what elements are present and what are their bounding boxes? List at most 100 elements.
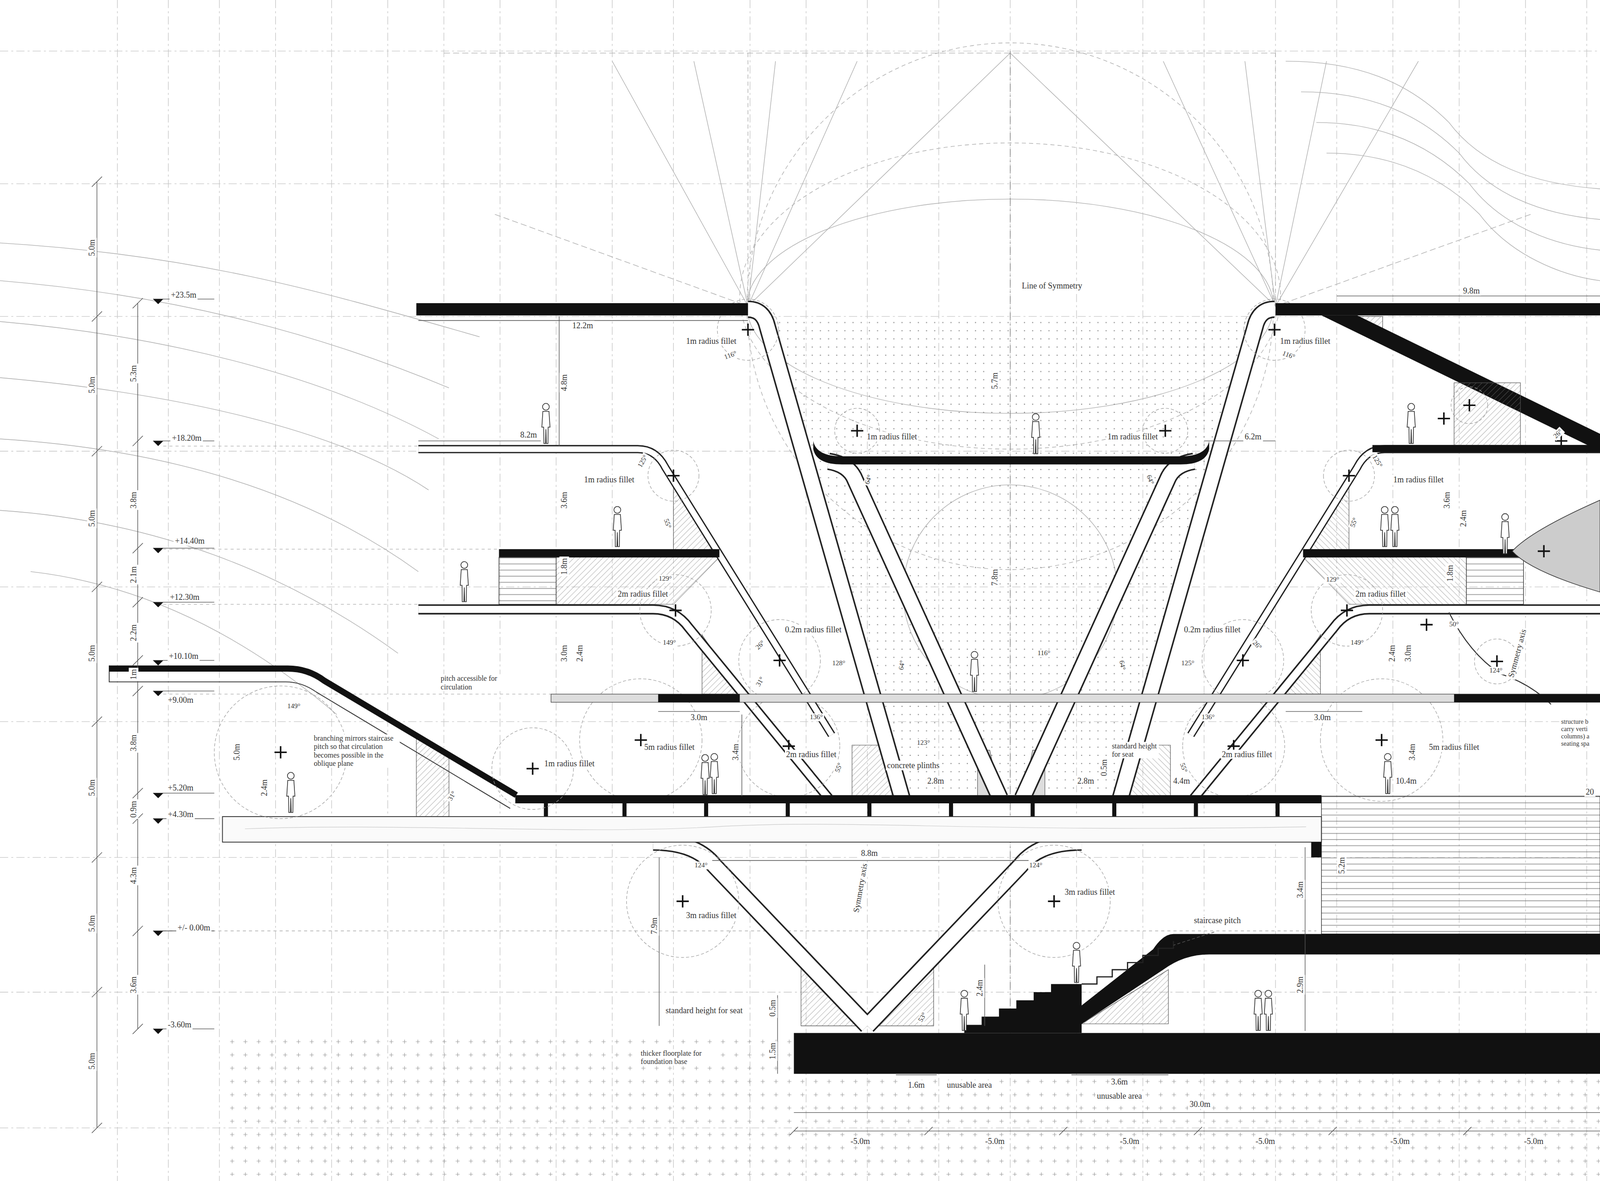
dimension-label: 5.3m — [128, 363, 139, 384]
angle-label: 26° — [1551, 426, 1566, 441]
dimension-label: 5.0m — [87, 508, 97, 529]
fillet-note: 0.2m radius fillet — [1182, 624, 1242, 635]
dimension-label: -5.0m — [1388, 1136, 1412, 1146]
angle-label: 64° — [1144, 472, 1156, 487]
dimension-label: 2.4m — [575, 643, 585, 663]
dimension-label: 8.8m — [859, 848, 880, 859]
dimension-label: 3.6m — [1442, 490, 1452, 510]
dimension-label: 5.0m — [232, 742, 242, 763]
fillet-note: 0.2m radius fillet — [783, 624, 843, 635]
annotation-note: Symmetry axis — [851, 861, 870, 915]
angle-label: 149° — [661, 639, 678, 647]
angle-label: 55° — [661, 516, 673, 531]
angle-label: 124° — [693, 861, 710, 870]
dimension-label: 3.0m — [1403, 643, 1414, 663]
level-label: +23.5m — [169, 290, 198, 300]
angle-label: 128° — [831, 659, 848, 667]
fillet-note: 1m radius fillet — [543, 758, 597, 768]
dimension-label: 30.0m — [1188, 1099, 1212, 1110]
dimension-label: 2.4m — [1458, 508, 1469, 529]
level-label: +14.40m — [173, 536, 207, 546]
dimension-label: 2.4m — [1386, 643, 1397, 663]
dimension-label: -5.0m — [1118, 1136, 1142, 1146]
angle-label: 116° — [721, 348, 740, 362]
level-label: +18.20m — [170, 432, 203, 443]
fillet-note: 1m radius fillet — [1392, 474, 1446, 485]
dimension-label: 10.4m — [1394, 775, 1419, 786]
annotation-note: unusable area — [1095, 1091, 1143, 1101]
angle-label: 64° — [1117, 658, 1128, 673]
dimension-label: 3.0m — [559, 643, 570, 663]
dimension-label: 6.2m — [1243, 432, 1264, 442]
dimension-label: 3.0m — [689, 712, 710, 723]
annotation-note: unusable area — [945, 1079, 993, 1090]
angle-label: 125° — [1179, 659, 1196, 667]
annotation-note: branching mirrors staircase pitch so tha… — [312, 734, 400, 768]
dimension-label: -5.0m — [848, 1136, 872, 1146]
angle-label: 64° — [862, 472, 875, 487]
annotation-note: standard height for seat — [1110, 741, 1159, 759]
dimension-label: 3.8m — [128, 733, 139, 753]
dimension-label: 5.0m — [87, 238, 97, 258]
angle-label: 53° — [916, 1009, 929, 1025]
dimension-label: 3.4m — [1295, 880, 1305, 900]
dimension-label: 1m — [128, 667, 139, 682]
fillet-note: 3m radius fillet — [1063, 887, 1117, 897]
level-label: +10.10m — [167, 651, 200, 662]
dimension-label: 3.6m — [1109, 1077, 1130, 1087]
angle-label: 136° — [808, 713, 825, 722]
dimension-label: 2.9m — [1295, 975, 1305, 995]
dimension-label: 9.8m — [1461, 286, 1482, 296]
dimension-label: 12.2m — [570, 320, 595, 331]
angle-label: 116° — [1280, 348, 1298, 362]
dimension-label: 5.7m — [990, 370, 1000, 391]
dimension-label: -5.0m — [1522, 1136, 1546, 1146]
dimension-label: 0.5m — [1099, 757, 1110, 778]
fillet-note: 3m radius fillet — [684, 910, 738, 921]
dimension-label: 7.9m — [649, 915, 659, 936]
angle-label: 26° — [752, 637, 768, 652]
angle-label: 129° — [657, 574, 674, 583]
fillet-note: 2m radius fillet — [616, 589, 670, 599]
fillet-note: 2m radius fillet — [784, 749, 838, 759]
fillet-note: 1m radius fillet — [582, 474, 636, 485]
dimension-label: 7.8m — [990, 567, 1000, 588]
fillet-note: 2m radius fillet — [1220, 749, 1274, 759]
fillet-note: 1m radius fillet — [865, 432, 919, 442]
dimension-label: -5.0m — [1254, 1136, 1277, 1146]
fillet-note: 5m radius fillet — [1427, 742, 1481, 752]
angle-label: 149° — [1349, 639, 1366, 647]
angle-label: 31° — [753, 674, 767, 689]
level-label: +5.20m — [166, 783, 195, 793]
dimension-label: 3.6m — [559, 490, 570, 510]
angle-label: 124° — [1027, 861, 1044, 870]
level-label: +4.30m — [166, 809, 195, 820]
annotation-note: standard height for seat — [664, 1005, 744, 1015]
dimension-label: 2.8m — [1076, 775, 1096, 786]
dimension-label: 0.5m — [767, 998, 778, 1019]
angle-label: 55° — [1348, 515, 1360, 530]
angle-label: 136° — [1200, 713, 1217, 722]
angle-label: 55° — [1178, 760, 1190, 775]
dimension-label: 20 — [1584, 787, 1596, 797]
annotation-note: staircase pitch — [1192, 915, 1243, 926]
angle-label: 129° — [1324, 575, 1341, 584]
dimension-label: 1.8m — [1445, 563, 1456, 584]
level-label: -3.60m — [166, 1019, 193, 1030]
angle-label: 149° — [286, 702, 303, 710]
angle-label: 55° — [832, 760, 845, 775]
dimension-label: 4.3m — [128, 865, 139, 886]
dimension-label: 2.1m — [128, 564, 139, 585]
dimension-label: 5.2m — [1337, 855, 1347, 876]
angle-label: 31° — [445, 788, 459, 804]
dimension-label: -5.0m — [983, 1136, 1007, 1146]
angle-label: 123° — [915, 738, 932, 747]
symmetry-label: Line of Symmetry — [1020, 281, 1084, 291]
dimension-label: 1.6m — [906, 1079, 927, 1090]
fillet-note: 1m radius fillet — [684, 336, 738, 346]
dimension-label: 3.4m — [730, 742, 741, 763]
fillet-note: 1m radius fillet — [1278, 336, 1332, 346]
dimension-label: 4.8m — [559, 373, 570, 393]
